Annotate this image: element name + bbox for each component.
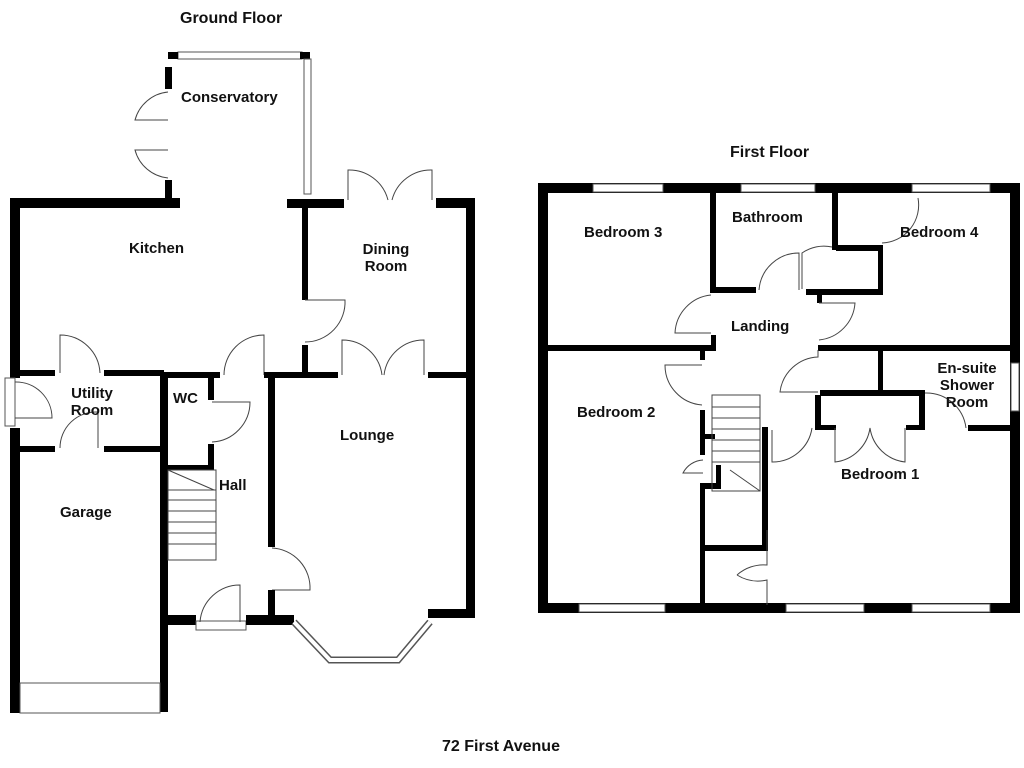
room-label-bathroom: Bathroom bbox=[732, 209, 803, 226]
room-label-utility-room: Utility Room bbox=[70, 385, 114, 419]
staircase bbox=[167, 469, 217, 561]
room-label-dining-room: Dining Room bbox=[362, 241, 410, 275]
room-label-ensuite: En-suite Shower Room bbox=[937, 360, 997, 411]
staircase-first-floor bbox=[711, 394, 761, 492]
room-label-conservatory: Conservatory bbox=[181, 89, 278, 106]
ground-floor-title: Ground Floor bbox=[180, 10, 283, 27]
room-label-landing: Landing bbox=[731, 318, 790, 335]
address-caption: 72 First Avenue bbox=[442, 738, 560, 755]
room-label-garage: Garage bbox=[60, 504, 112, 521]
room-label-bedroom-2: Bedroom 2 bbox=[577, 404, 656, 421]
room-label-bedroom-4: Bedroom 4 bbox=[900, 224, 979, 241]
first-floor-title: First Floor bbox=[730, 144, 810, 161]
room-label-lounge: Lounge bbox=[340, 427, 395, 444]
room-label-wc: WC bbox=[173, 390, 198, 407]
ground-floor-plan bbox=[4, 51, 475, 714]
room-label-bedroom-1: Bedroom 1 bbox=[841, 466, 920, 483]
first-floor-plan bbox=[538, 183, 1020, 613]
room-label-kitchen: Kitchen bbox=[129, 240, 185, 257]
room-label-hall: Hall bbox=[219, 477, 247, 494]
room-label-bedroom-3: Bedroom 3 bbox=[584, 224, 663, 241]
